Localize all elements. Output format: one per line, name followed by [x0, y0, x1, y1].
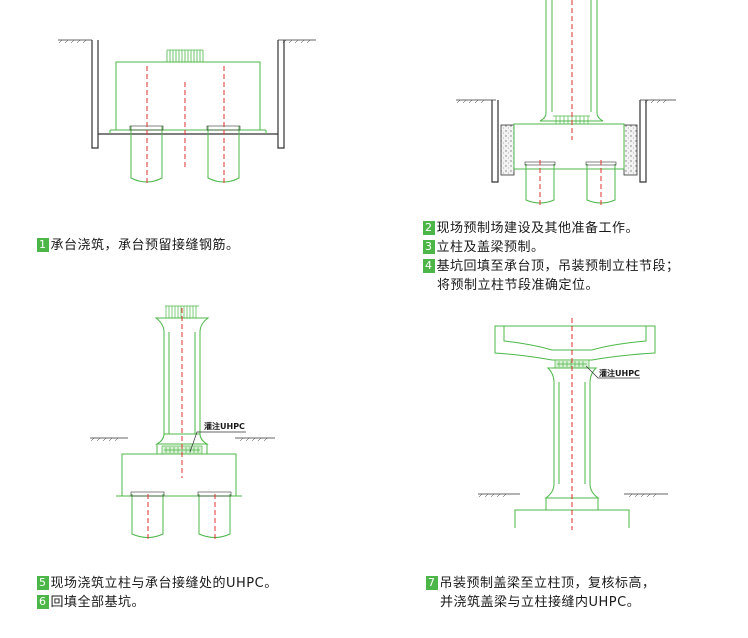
step-text: 现场预制场建设及其他准备工作。	[436, 221, 640, 236]
pile-cap	[513, 123, 625, 170]
step-7-continuation: 并浇筑盖梁与立柱接缝内UHPC。	[440, 595, 641, 610]
piles	[524, 161, 617, 204]
step-number-badge: 3	[423, 240, 435, 254]
ground-line	[478, 493, 668, 498]
excavation-retaining-wall	[91, 40, 285, 149]
step-text: 承台浇筑，承台预留接缝钢筋。	[50, 238, 240, 253]
leader-line	[585, 365, 640, 379]
panel-3-joint-uhpc-casting	[90, 305, 275, 540]
step-number-badge: 1	[37, 238, 49, 252]
leader-line	[189, 431, 246, 453]
reserved-rebar	[166, 49, 204, 62]
step-text: 立柱及盖梁预制。	[436, 240, 545, 255]
center-lines	[146, 66, 225, 185]
pile-cap	[116, 453, 242, 497]
step-text: 吊装预制盖梁至立柱顶，复核标高，	[439, 576, 656, 591]
step-text: 回填全部基坑。	[50, 595, 146, 610]
uhpc-label-panel-4: 灌注UHPC	[599, 368, 640, 378]
cap-beam	[494, 325, 656, 361]
center-lines	[147, 308, 216, 540]
center-lines	[539, 0, 602, 206]
piles	[130, 491, 232, 538]
ground-line	[58, 39, 316, 44]
excavation-retaining-wall	[491, 100, 647, 183]
step-text: 现场浇筑立柱与承台接缝处的UHPC。	[50, 576, 278, 591]
step-4-continuation: 将预制立柱节段准确定位。	[437, 278, 600, 293]
pile-cap	[109, 61, 267, 134]
panel-2-column-segment-placement	[456, 0, 676, 206]
ground-line	[90, 437, 275, 442]
step-number-badge: 6	[37, 595, 49, 609]
top-rebar	[165, 305, 199, 318]
step-number-badge: 2	[423, 221, 435, 235]
step-number-badge: 7	[426, 576, 438, 590]
step-number-badge: 4	[423, 259, 435, 273]
backfill	[500, 124, 638, 176]
panel-1-pile-cap-casting	[58, 39, 316, 185]
step-number-badge: 5	[37, 576, 49, 590]
uhpc-label-panel-3: 灌注UHPC	[204, 421, 245, 431]
ground-line	[456, 99, 676, 104]
step-text: 基坑回填至承台顶，吊装预制立柱节段；	[436, 259, 680, 274]
panel-4-cap-beam-installation	[478, 318, 668, 530]
